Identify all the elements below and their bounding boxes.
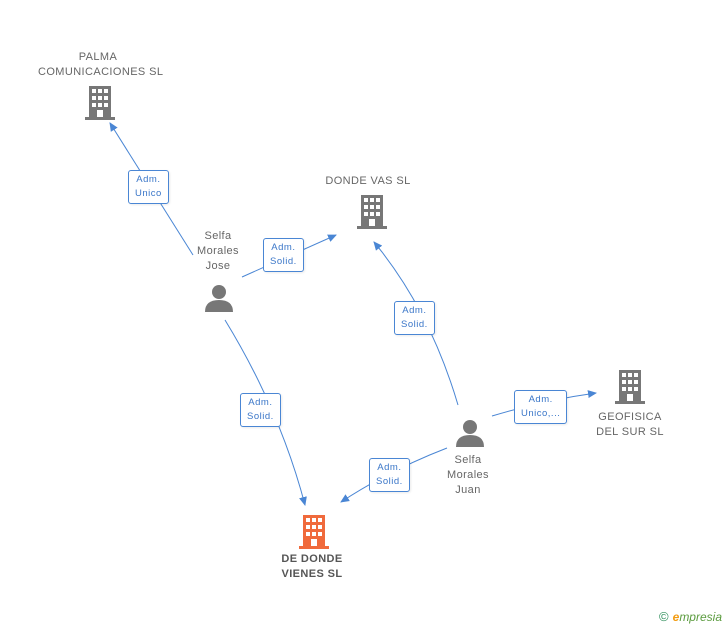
relation-role: Adm. [136, 174, 161, 185]
company-name-line: COMUNICACIONES SL [38, 66, 164, 78]
person-icon[interactable] [455, 419, 485, 447]
person-name-line: Juan [455, 484, 481, 496]
person-name-line: Morales [197, 245, 239, 257]
relation-role: Adm. [248, 397, 273, 408]
company-label-geofisica[interactable]: GEOFISICA DEL SUR SL [580, 410, 680, 440]
company-label-palma[interactable]: PALMA COMUNICACIONES SL [38, 50, 164, 80]
relation-role: Adm. [271, 242, 296, 253]
relation-role: Adm. [377, 462, 402, 473]
relation-role: Adm. [402, 305, 427, 316]
company-name-line: PALMA [78, 51, 118, 63]
company-label-de-donde-vienes[interactable]: DE DONDE VIENES SL [262, 552, 362, 582]
relation-badge-jose-dondevas[interactable]: Adm. Solid. [263, 238, 304, 272]
copyright-icon: © [659, 609, 669, 624]
person-label-jose[interactable]: Selfa Morales Jose [178, 229, 258, 274]
relation-role: Adm. [528, 394, 553, 405]
building-icon[interactable] [614, 370, 646, 404]
building-icon[interactable] [356, 195, 388, 229]
company-name-line: DEL SUR SL [596, 426, 664, 438]
person-name-line: Morales [447, 469, 489, 481]
person-name-line: Selfa [454, 454, 482, 466]
relation-badge-juan-dondevas[interactable]: Adm. Solid. [394, 301, 435, 335]
relation-type: Solid. [270, 256, 297, 267]
relation-type: Unico,... [521, 408, 561, 419]
relation-type: Unico [135, 188, 162, 199]
company-name-line: GEOFISICA [598, 411, 662, 423]
brand-name: mpresia [679, 610, 722, 624]
person-name-line: Selfa [204, 230, 232, 242]
footer-brand[interactable]: ©empresia [659, 609, 722, 624]
person-icon[interactable] [204, 284, 234, 312]
relation-badge-jose-dedonde[interactable]: Adm. Solid. [240, 393, 281, 427]
building-icon[interactable] [84, 86, 116, 120]
relation-badge-jose-palma[interactable]: Adm. Unico [128, 170, 169, 204]
relation-type: Solid. [247, 411, 274, 422]
relation-type: Solid. [401, 319, 428, 330]
company-name-line: DONDE VAS SL [325, 175, 411, 187]
company-label-donde-vas[interactable]: DONDE VAS SL [308, 174, 428, 189]
brand-logo-initial: e [672, 610, 680, 624]
company-name-line: DE DONDE [281, 553, 343, 565]
person-label-juan[interactable]: Selfa Morales Juan [428, 453, 508, 498]
relation-type: Solid. [376, 476, 403, 487]
person-name-line: Jose [205, 260, 231, 272]
company-name-line: VIENES SL [281, 568, 343, 580]
relation-badge-juan-geofisica[interactable]: Adm. Unico,... [514, 390, 568, 424]
building-icon-main[interactable] [298, 515, 330, 549]
relation-badge-juan-dedonde[interactable]: Adm. Solid. [369, 458, 410, 492]
